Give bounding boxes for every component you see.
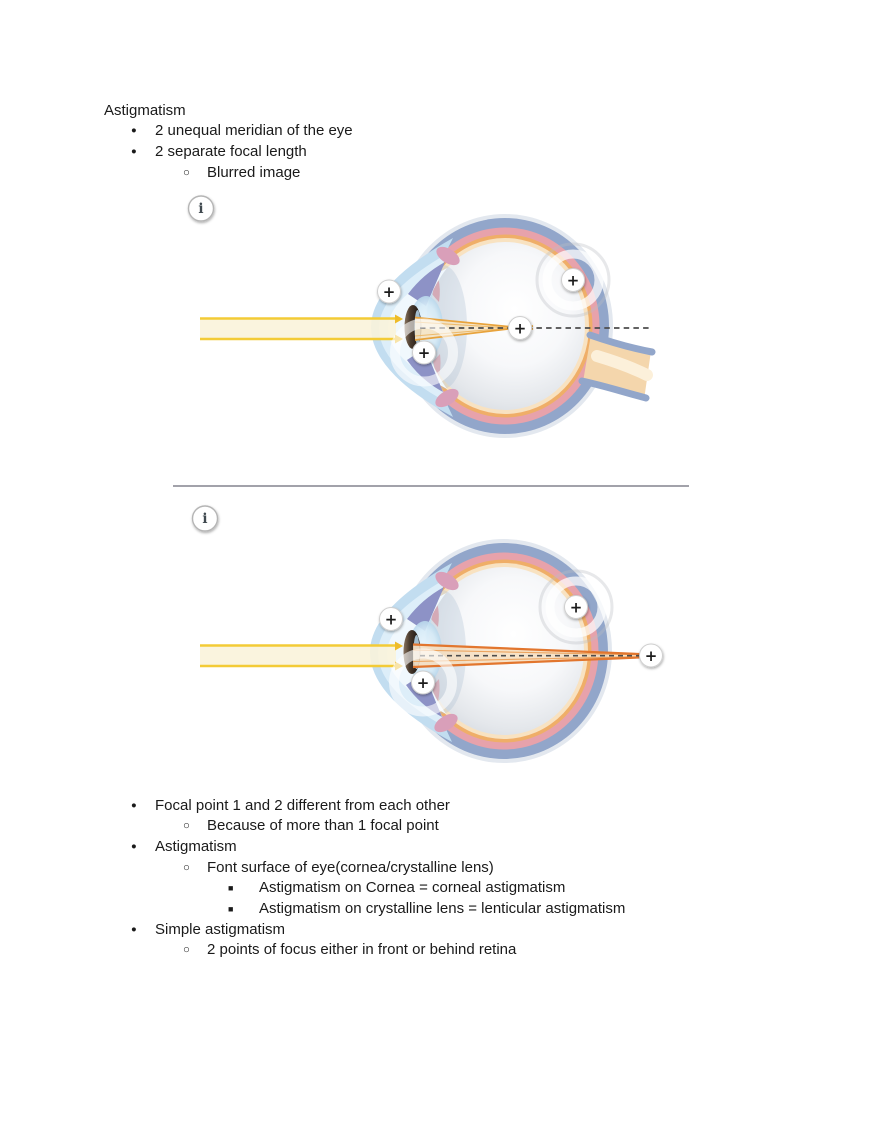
- list-item: ○Blurred image: [104, 163, 353, 184]
- eye-diagrams: + + + + i: [173, 195, 689, 763]
- list-item: ●2 unequal meridian of the eye: [104, 121, 353, 142]
- plus-icon: +: [514, 320, 527, 338]
- hotspot-plus-button-cornea[interactable]: +: [379, 607, 403, 631]
- intro-list: Astigmatism ●2 unequal meridian of the e…: [104, 101, 353, 184]
- hotspot-plus-button-cornea[interactable]: +: [377, 279, 401, 304]
- list-item: ○Font surface of eye(cornea/crystalline …: [104, 858, 625, 879]
- hotspot-halo: [535, 242, 611, 318]
- info-icon: i: [202, 511, 207, 527]
- hotspot-plus-button-retina[interactable]: +: [561, 268, 585, 292]
- list-item: ●Simple astigmatism: [104, 920, 625, 941]
- plus-icon: +: [567, 272, 580, 290]
- incident-light-beam: [200, 314, 403, 344]
- plus-icon: +: [383, 283, 396, 301]
- bullet-square: ■: [228, 883, 234, 894]
- plus-icon: +: [418, 344, 431, 362]
- incident-light-beam: [200, 641, 403, 671]
- list-item: ○2 points of focus either in front or be…: [104, 940, 625, 961]
- plus-icon: +: [570, 599, 583, 617]
- hotspot-plus-button-lens[interactable]: +: [412, 340, 436, 365]
- ray-arrowhead: [395, 314, 403, 324]
- list-item: ●2 separate focal length: [104, 142, 353, 163]
- bullet-disc: ●: [131, 840, 137, 852]
- hotspot-halo: [390, 318, 458, 387]
- list-item: ○Because of more than 1 focal point: [104, 816, 625, 837]
- bullet-disc: ●: [131, 145, 137, 157]
- bullet-circle: ○: [183, 944, 190, 957]
- list-item: ●Astigmatism: [104, 837, 625, 858]
- list-item: ■Astigmatism on Cornea = corneal astigma…: [104, 878, 625, 899]
- plus-icon: +: [417, 674, 430, 692]
- figure-astigmatism-focus-behind[interactable]: + + + + i: [191, 505, 663, 763]
- plus-icon: +: [645, 647, 658, 665]
- figure-astigmatism-focus-front[interactable]: + + + + i: [187, 195, 653, 438]
- bullet-circle: ○: [183, 861, 190, 874]
- bullet-disc: ●: [131, 923, 137, 935]
- hotspot-halo: [542, 249, 604, 311]
- hotspot-halo: [389, 648, 457, 717]
- hotspot-halo: [538, 569, 614, 645]
- bullet-square: ■: [228, 903, 234, 914]
- hotspot-plus-button-retina[interactable]: +: [564, 595, 588, 619]
- notes-list: ●Focal point 1 and 2 different from each…: [104, 796, 625, 962]
- bullet-disc: ●: [131, 799, 137, 811]
- info-button[interactable]: i: [191, 505, 219, 532]
- hotspot-halo: [545, 576, 607, 638]
- bullet-disc: ●: [131, 125, 137, 137]
- hotspot-plus-button-focal-point[interactable]: +: [639, 643, 663, 668]
- plus-icon: +: [385, 611, 398, 629]
- page-title: Astigmatism: [104, 101, 186, 119]
- list-item: ■Astigmatism on crystalline lens = lenti…: [104, 899, 625, 920]
- hotspot-plus-button-focal-point[interactable]: +: [508, 316, 532, 340]
- info-button[interactable]: i: [187, 195, 215, 222]
- hotspot-plus-button-lens[interactable]: +: [411, 670, 435, 695]
- list-item: ●Focal point 1 and 2 different from each…: [104, 796, 625, 817]
- info-icon: i: [198, 201, 203, 217]
- bullet-circle: ○: [183, 166, 190, 179]
- ray-arrowhead: [395, 641, 403, 651]
- bullet-circle: ○: [183, 820, 190, 833]
